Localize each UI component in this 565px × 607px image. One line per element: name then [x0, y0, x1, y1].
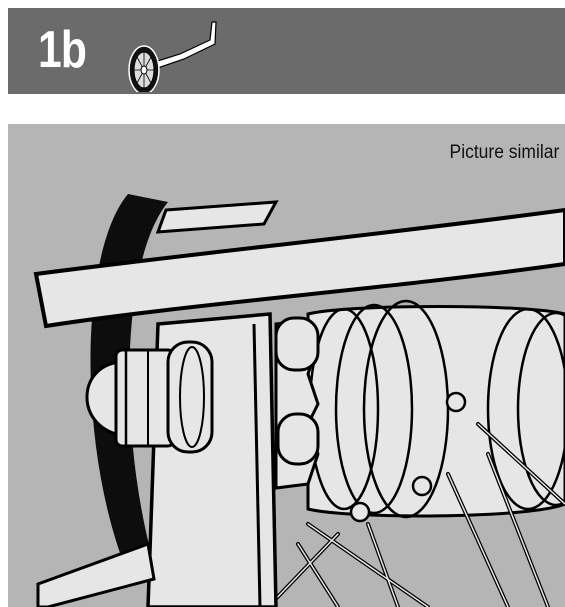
training-wheel-icon	[128, 21, 217, 92]
step-header: 1b	[8, 8, 565, 94]
wheel-hub-drawing	[33, 194, 565, 607]
picture-similar-note: Picture similar	[449, 142, 559, 163]
assembly-illustration: Picture similar	[8, 124, 565, 607]
step-number: 1b	[38, 21, 87, 79]
